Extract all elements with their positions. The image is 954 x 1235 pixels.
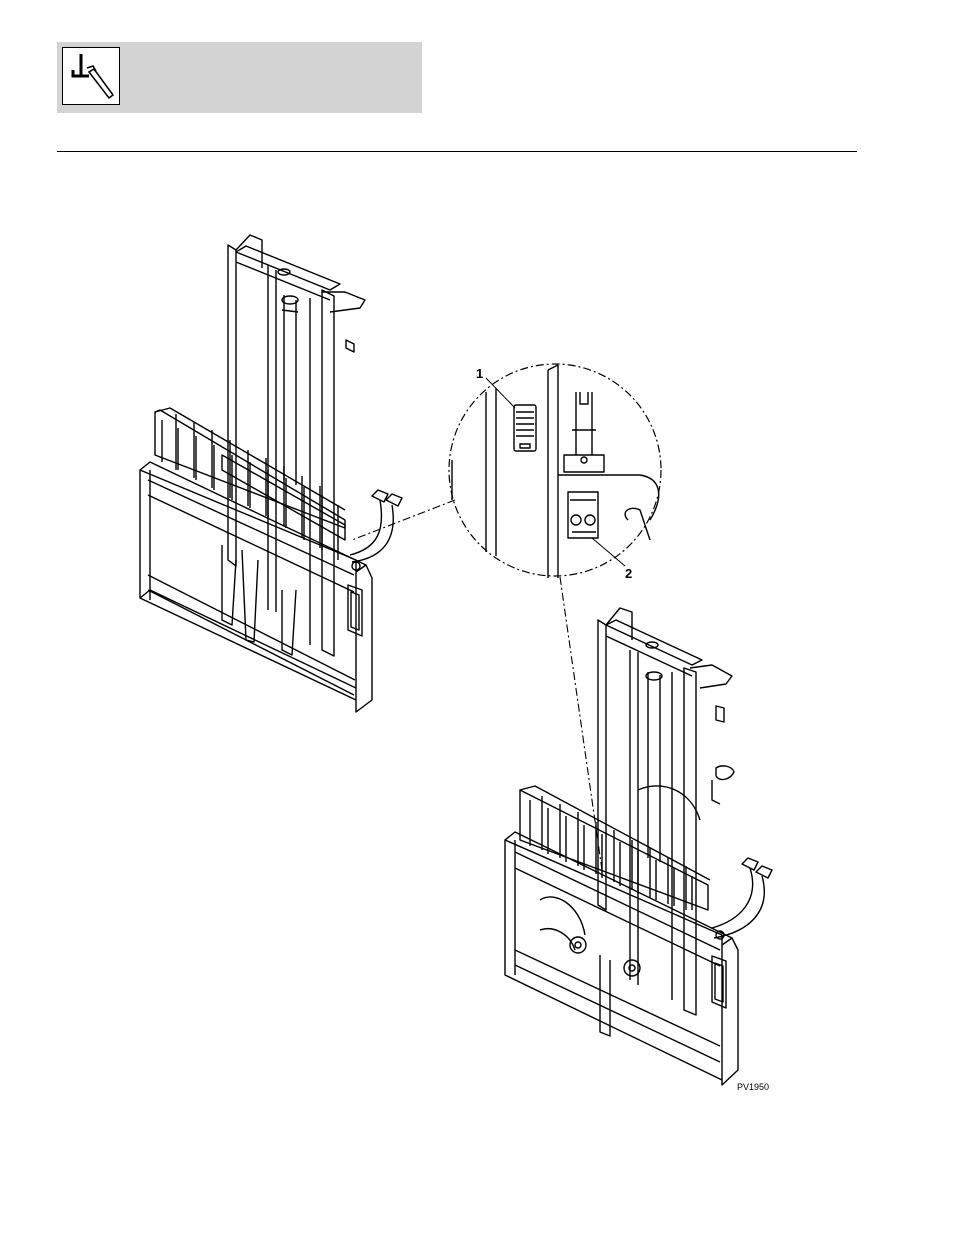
callout-2: 2 xyxy=(625,566,632,581)
figure-code: PV1950 xyxy=(737,1082,769,1092)
right-mast xyxy=(505,608,772,1085)
left-mast xyxy=(140,235,402,712)
callout-1: 1 xyxy=(476,366,483,381)
detail-view xyxy=(352,364,661,870)
